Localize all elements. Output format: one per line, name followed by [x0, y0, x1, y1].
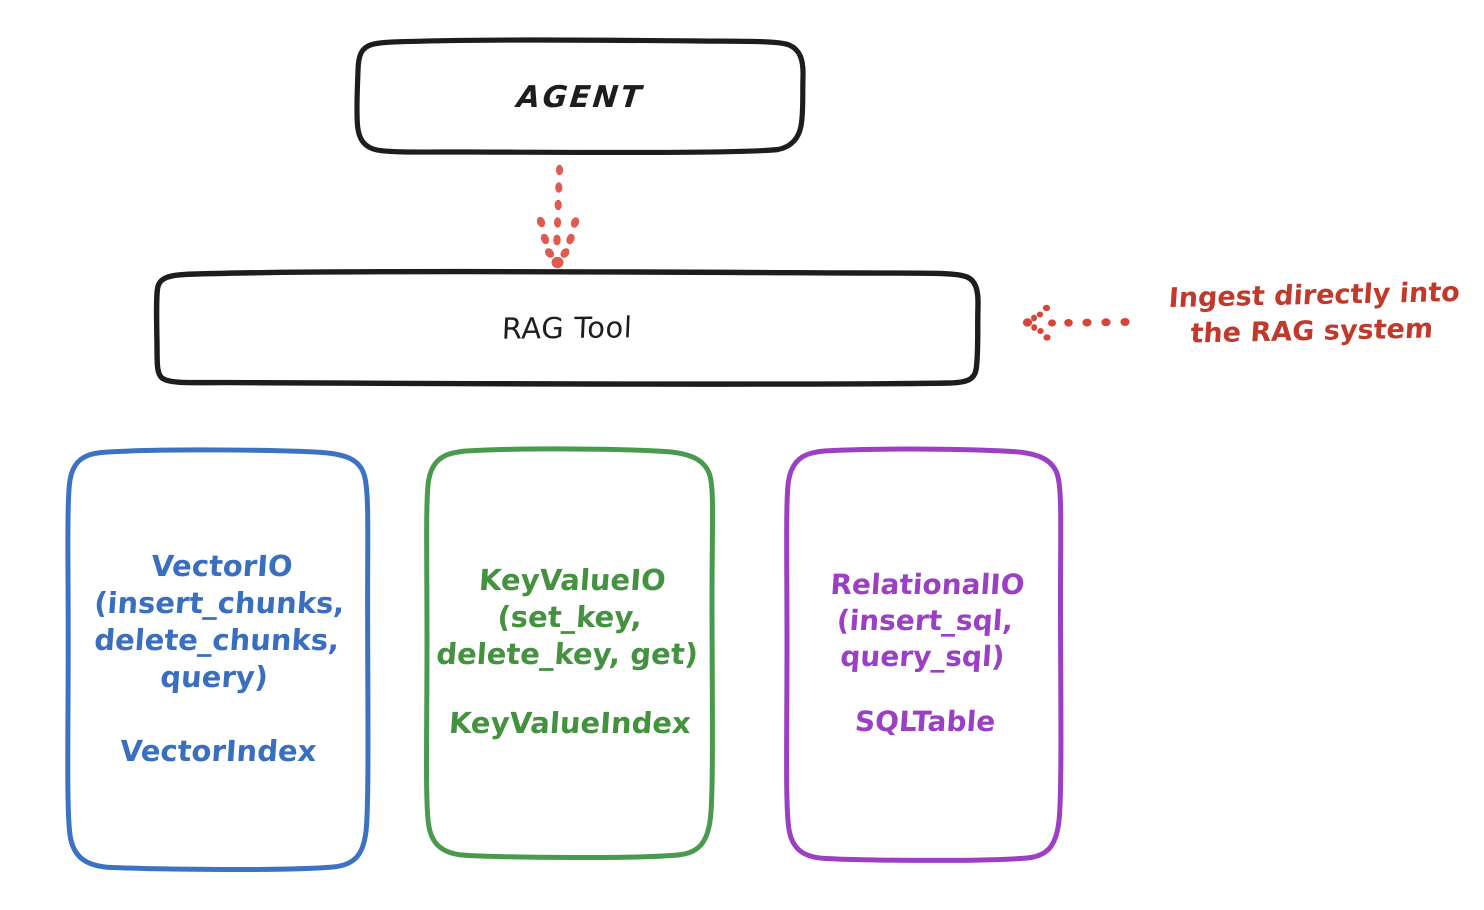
ingest-to-rag-dotted-arrow	[1022, 304, 1130, 341]
key-value-io-node[interactable]: KeyValueIO (set_key, delete_key, get) Ke…	[428, 448, 712, 856]
agent-label: AGENT	[514, 79, 646, 115]
ingest-annotation-text: Ingest directly into the RAG system	[1167, 276, 1461, 350]
agent-node[interactable]: AGENT	[357, 41, 803, 153]
agent-box-outline	[354, 37, 806, 156]
rag-tool-label: RAG Tool	[501, 309, 634, 346]
relational-io-node[interactable]: RelationalIO (insert_sql, query_sql) SQL…	[788, 448, 1062, 859]
vector-io-title: VectorIO (insert_chunks, delete_chunks, …	[93, 549, 346, 695]
rag-tool-box-outline	[153, 268, 981, 387]
vector-io-box-outline	[65, 447, 371, 873]
vector-io-node[interactable]: VectorIO (insert_chunks, delete_chunks, …	[68, 450, 368, 868]
agent-to-rag-dotted-arrow	[536, 164, 580, 269]
sql-table-label: SQLTable	[853, 705, 997, 739]
relational-io-title: RelationalIO (insert_sql, query_sql)	[829, 567, 1026, 673]
relational-io-box-outline	[784, 446, 1064, 863]
rag-tool-node[interactable]: RAG Tool	[157, 272, 978, 383]
vector-index-label: VectorIndex	[118, 733, 318, 768]
key-value-io-title: KeyValueIO (set_key, delete_key, get)	[435, 562, 700, 671]
key-value-index-label: KeyValueIndex	[447, 706, 693, 741]
key-value-io-box-outline	[424, 446, 716, 861]
